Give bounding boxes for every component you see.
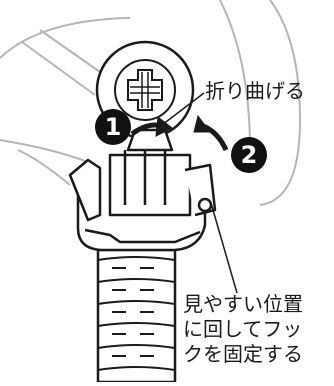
bend-label: 折り曲げる xyxy=(205,79,305,103)
fix-hook-label-line-3: クを固定する xyxy=(183,342,303,366)
step-1-marker: 1 xyxy=(95,109,131,145)
rotate-arrow-2 xyxy=(193,114,229,152)
fix-hook-label-line-2: に回してフッ xyxy=(183,317,303,341)
step-2-marker: 2 xyxy=(231,137,267,173)
fix-hook-label: 見やすい位置 に回してフッ クを固定する xyxy=(183,292,303,367)
leader-lines xyxy=(157,92,238,294)
hose-hook xyxy=(68,128,217,252)
machine-outline xyxy=(0,0,301,206)
fix-hook-label-line-1: 見やすい位置 xyxy=(183,292,303,316)
